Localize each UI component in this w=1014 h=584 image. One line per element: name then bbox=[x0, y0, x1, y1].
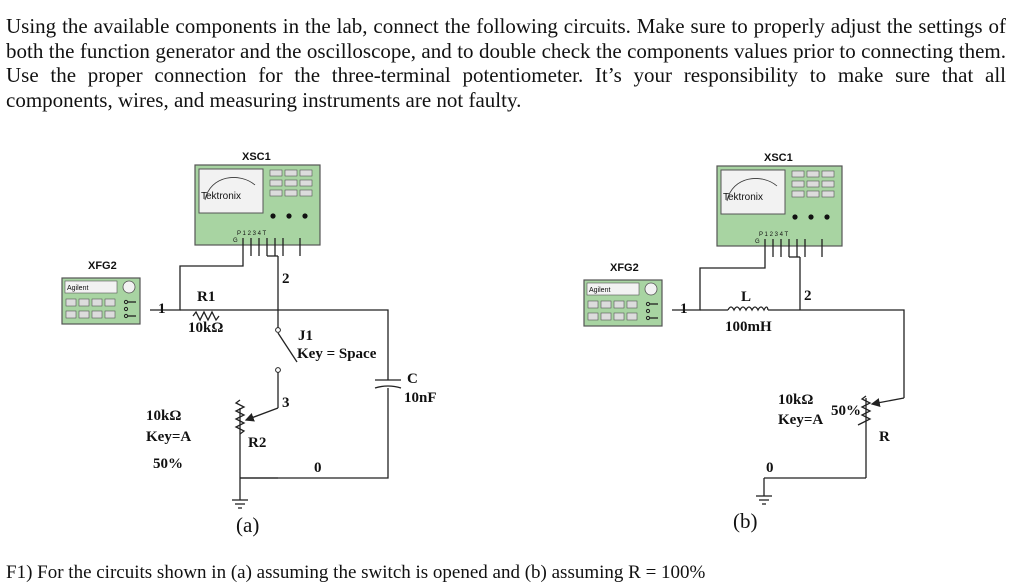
l-name: L bbox=[741, 289, 751, 305]
r1-name: R1 bbox=[197, 289, 215, 305]
scope-a-g: G bbox=[233, 238, 238, 244]
circuit-b: XSC1 Tektronix P 1 2 3 4 T G bbox=[583, 152, 905, 533]
scope-b-terminals: P 1 2 3 4 T bbox=[759, 232, 788, 238]
intro-paragraph: Using the available components in the la… bbox=[6, 14, 1006, 112]
b-node-2: 2 bbox=[804, 288, 812, 304]
scope-b-name: XSC1 bbox=[764, 152, 793, 164]
r-key: Key=A bbox=[778, 412, 823, 428]
scope-a-name: XSC1 bbox=[242, 151, 271, 163]
l-value: 100mH bbox=[725, 319, 772, 335]
question-line: F1) For the circuits shown in (a) assumi… bbox=[6, 562, 706, 583]
cap-name: C bbox=[407, 371, 418, 387]
r1-value: 10kΩ bbox=[188, 320, 223, 336]
generator-a-name: XFG2 bbox=[88, 260, 117, 272]
wires-b bbox=[672, 256, 905, 505]
b-node-0: 0 bbox=[766, 460, 774, 476]
scope-b-g: G bbox=[755, 239, 760, 245]
wires-a bbox=[150, 255, 402, 509]
r-name: R bbox=[879, 429, 890, 445]
scope-b-brand: Tektronix bbox=[723, 192, 763, 203]
caption-a: (a) bbox=[236, 513, 259, 537]
b-node-1: 1 bbox=[680, 301, 688, 317]
generator-b-brand: Agilent bbox=[589, 287, 610, 294]
switch-name: J1 bbox=[298, 328, 313, 344]
circuit-a: XSC1 Tektronix P 1 2 3 4 T G bbox=[61, 151, 437, 537]
switch-key: Key = Space bbox=[297, 346, 377, 362]
r2-percent: 50% bbox=[153, 456, 183, 472]
a-node-1: 1 bbox=[158, 301, 166, 317]
r-percent: 50% bbox=[831, 403, 861, 419]
function-generator-a: XFG2 Agilent bbox=[61, 260, 141, 325]
function-generator-b: XFG2 Agilent bbox=[583, 262, 663, 327]
cap-value: 10nF bbox=[404, 390, 437, 406]
r-value: 10kΩ bbox=[778, 392, 813, 408]
r2-key: Key=A bbox=[146, 429, 191, 445]
a-node-3: 3 bbox=[282, 395, 290, 411]
caption-b: (b) bbox=[733, 509, 758, 533]
a-node-2: 2 bbox=[282, 271, 290, 287]
scope-a-brand: Tektronix bbox=[201, 191, 241, 202]
scope-a-terminals: P 1 2 3 4 T bbox=[237, 231, 266, 237]
r2-value: 10kΩ bbox=[146, 408, 181, 424]
oscilloscope-a: XSC1 Tektronix P 1 2 3 4 T G bbox=[194, 151, 321, 256]
oscilloscope-b: XSC1 Tektronix P 1 2 3 4 T G bbox=[716, 152, 843, 257]
r2-name: R2 bbox=[248, 435, 266, 451]
generator-b-name: XFG2 bbox=[610, 262, 639, 274]
generator-a-brand: Agilent bbox=[67, 285, 88, 292]
a-node-0: 0 bbox=[314, 460, 322, 476]
